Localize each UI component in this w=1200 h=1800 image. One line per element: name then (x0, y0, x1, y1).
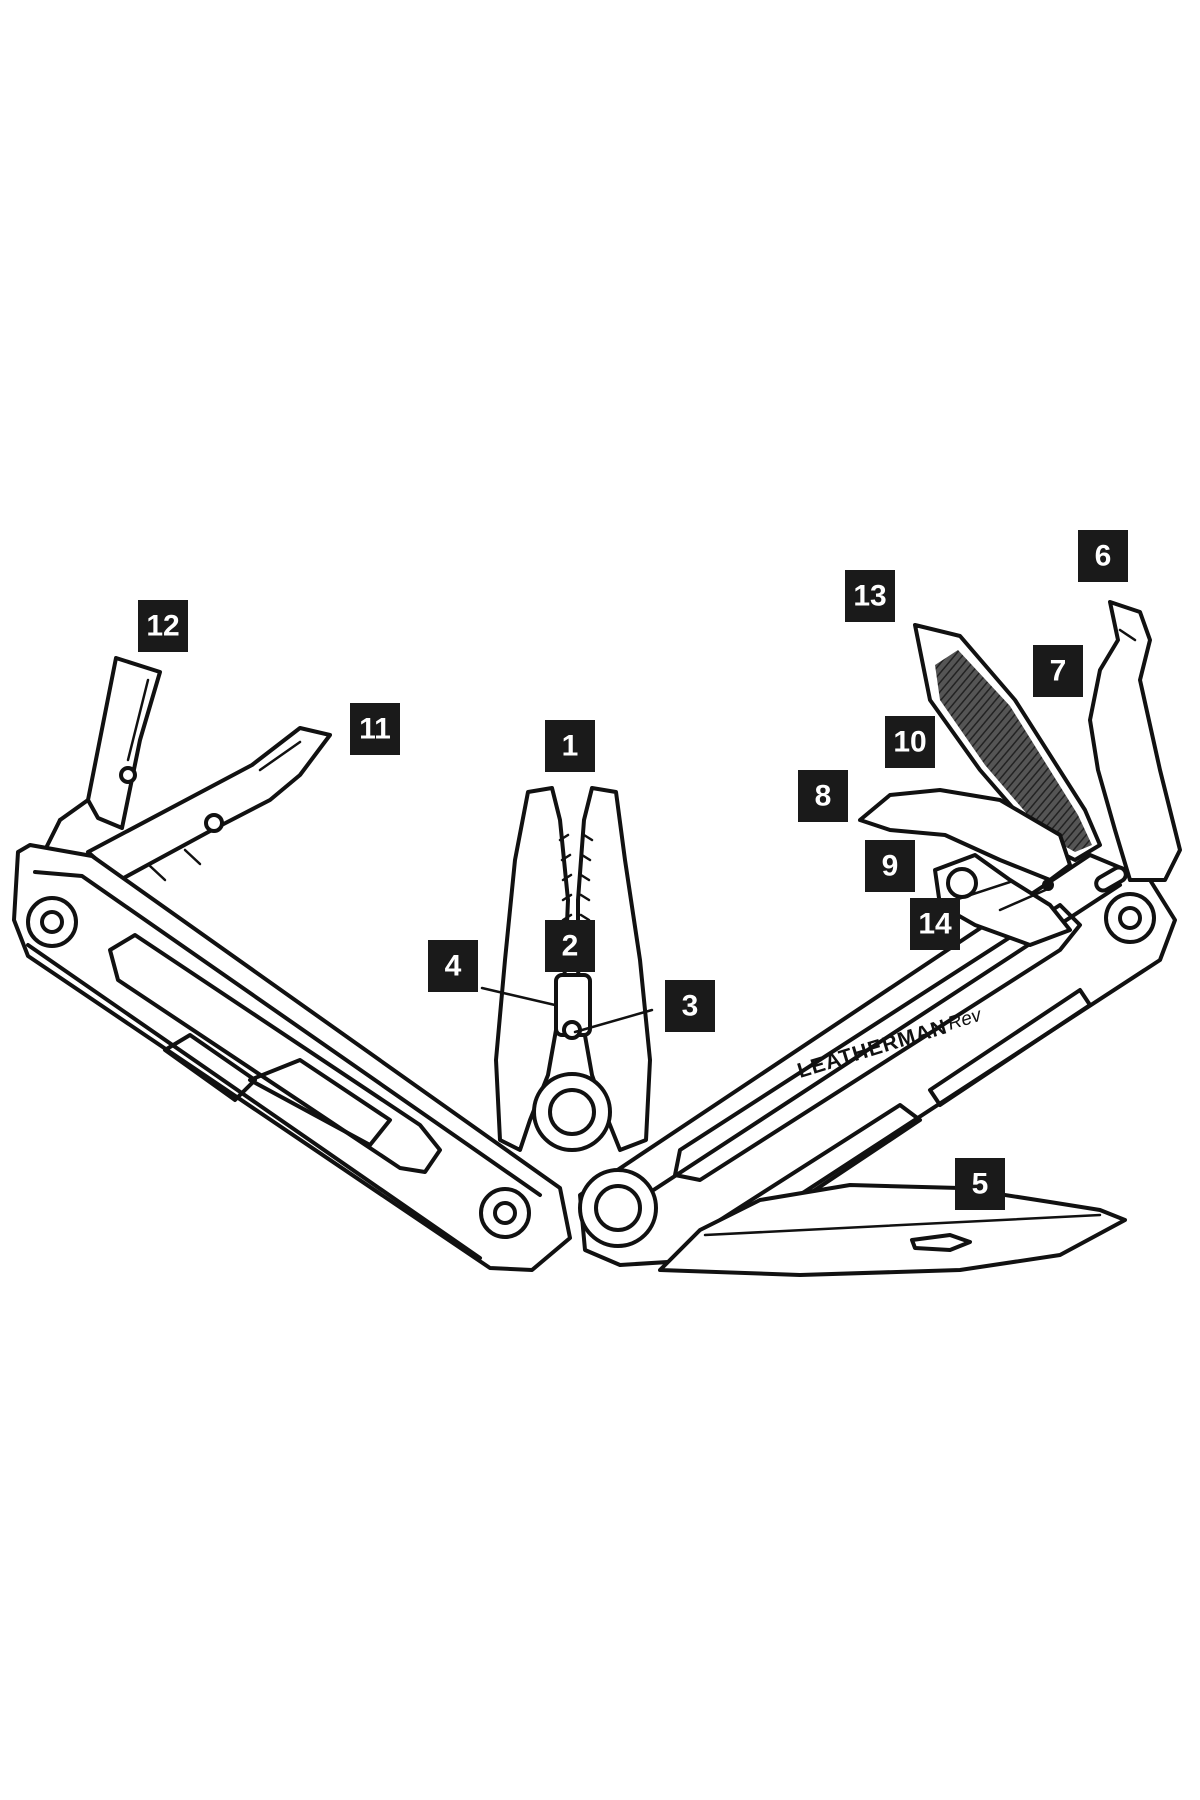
svg-text:13: 13 (853, 580, 886, 613)
leader-lines (480, 880, 1052, 1034)
svg-text:7: 7 (1050, 655, 1067, 688)
tool-6-package-opener (1088, 600, 1182, 882)
svg-text:5: 5 (972, 1168, 989, 1201)
callout-2: 2 (545, 920, 595, 972)
callout-1: 1 (545, 720, 595, 772)
callout-10: 10 (885, 716, 935, 768)
svg-text:12: 12 (146, 610, 179, 643)
svg-text:11: 11 (359, 713, 391, 746)
callout-11: 11 (350, 703, 400, 755)
tool-8-can-opener (858, 788, 1072, 882)
svg-text:6: 6 (1095, 540, 1112, 573)
svg-text:4: 4 (445, 950, 462, 983)
callout-8: 8 (798, 770, 848, 822)
svg-text:10: 10 (893, 726, 926, 759)
svg-text:9: 9 (882, 850, 899, 883)
callout-12: 12 (138, 600, 188, 652)
tool-1-pliers (494, 786, 652, 1152)
tool-5-knife (658, 1183, 1127, 1277)
right-handle: LEATHERMAN Rev (578, 853, 1177, 1267)
callout-9: 9 (865, 840, 915, 892)
callout-4: 4 (428, 940, 478, 992)
callout-14: 14 (910, 898, 960, 950)
callout-5: 5 (955, 1158, 1005, 1210)
callout-3: 3 (665, 980, 715, 1032)
svg-text:1: 1 (562, 730, 579, 763)
callout-7: 7 (1033, 645, 1083, 697)
svg-text:3: 3 (682, 990, 699, 1023)
tool-7-file (913, 623, 1102, 862)
callout-13: 13 (845, 570, 895, 622)
callout-6: 6 (1078, 530, 1128, 582)
svg-text:2: 2 (562, 930, 579, 963)
svg-text:8: 8 (815, 780, 832, 813)
svg-text:14: 14 (918, 908, 952, 941)
tool-11-screwdriver (86, 726, 332, 882)
left-handle (12, 843, 572, 1272)
